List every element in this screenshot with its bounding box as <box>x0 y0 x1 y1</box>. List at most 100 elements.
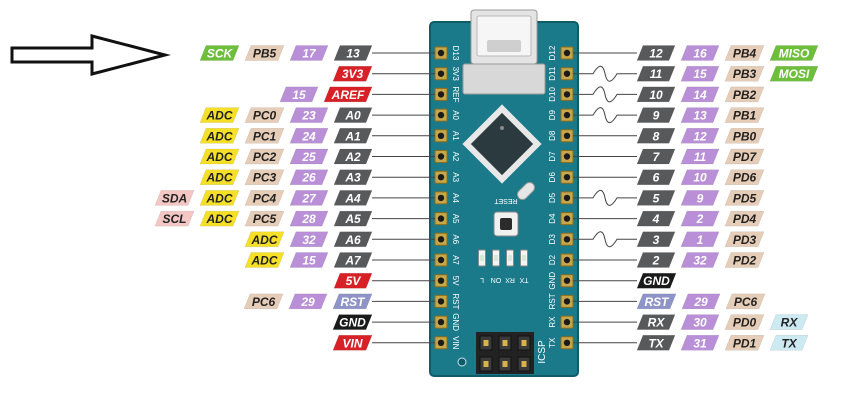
header-pin-rst <box>560 294 574 308</box>
label-tag <box>680 190 720 206</box>
label-text: 29 <box>300 295 315 309</box>
icsp-pin <box>498 335 512 351</box>
label-text: 5V <box>346 274 362 288</box>
label-text: ADC <box>206 212 233 226</box>
left-pin-a0-label: 23 <box>289 107 329 123</box>
left-pin-a1-label: ADC <box>199 128 240 144</box>
silkscreen-label: A4 <box>451 193 460 203</box>
right-pin-d12-label: 12 <box>636 45 676 61</box>
silkscreen-label: D9 <box>548 109 557 120</box>
label-tag <box>636 128 676 144</box>
label-text: PD2 <box>733 254 757 268</box>
label-tag <box>636 210 676 227</box>
crystal <box>516 181 536 201</box>
label-text: 8 <box>653 129 660 143</box>
label-text: PD0 <box>733 316 757 330</box>
left-pin-a7-label: ADC <box>244 252 285 268</box>
label-tag <box>724 107 765 123</box>
header-pin-gnd <box>434 315 448 329</box>
label-tag <box>680 45 720 61</box>
silkscreen-label: REF <box>451 86 460 102</box>
label-text: 7 <box>653 150 661 164</box>
label-text: PD7 <box>733 150 758 164</box>
left-pin-ref-label: AREF <box>323 86 373 103</box>
label-text: PB5 <box>253 47 277 61</box>
label-text: 4 <box>652 212 660 226</box>
left-pin-a3-label: ADC <box>199 169 240 185</box>
silkscreen-label: GND <box>451 313 460 331</box>
pin-labels: 1317PB5SCK3V3AREF15A023PC0ADCA124PC1ADCA… <box>154 45 819 351</box>
label-tag <box>333 45 373 61</box>
header-pin-d6 <box>560 170 574 184</box>
left-pin-a4-label: ADC <box>199 190 240 206</box>
header-pin-a5 <box>434 212 448 226</box>
label-tag <box>680 169 720 185</box>
right-pin-rst-label: 29 <box>681 293 721 310</box>
left-pin-a4-label: A4 <box>333 190 373 206</box>
label-text: PD4 <box>733 212 757 226</box>
label-tag <box>199 169 240 185</box>
header-pin-d3 <box>560 232 574 246</box>
label-text: SCL <box>163 212 187 226</box>
silkscreen-label: D10 <box>548 87 557 102</box>
label-tag <box>636 231 676 248</box>
label-tag <box>289 190 329 206</box>
label-text: AREF <box>331 88 365 102</box>
mounting-hole <box>457 357 467 367</box>
label-tag <box>244 169 285 185</box>
header-pin-a1 <box>434 129 448 143</box>
silkscreen-label: 3V3 <box>451 67 460 82</box>
label-text: 27 <box>301 191 317 205</box>
silkscreen-label: A2 <box>451 152 460 162</box>
left-pin-a6-label: A6 <box>333 231 373 248</box>
right-pin-gnd-label: GND <box>636 272 677 289</box>
icsp-pin <box>498 356 512 372</box>
label-text: ADC <box>206 191 233 205</box>
left-pin-a5-label: 28 <box>289 210 329 227</box>
label-tag <box>636 148 676 165</box>
right-pin-d4-label: PD4 <box>724 210 765 227</box>
label-tag <box>680 65 720 82</box>
led-on: ON <box>491 249 501 283</box>
label-tag <box>289 107 329 123</box>
left-pin-a3-label: 26 <box>289 169 329 185</box>
right-pin-d3-label: 1 <box>680 231 720 248</box>
label-tag <box>199 45 240 61</box>
left-pin-d13-label: PB5 <box>244 45 285 61</box>
icsp-label: ICSP <box>537 340 548 364</box>
left-pin-a2-label: ADC <box>199 148 240 165</box>
left-pin-rst-label: RST <box>332 293 373 310</box>
label-tag <box>724 148 765 165</box>
header-pin-vin <box>434 336 448 350</box>
label-tag <box>636 86 676 103</box>
label-text: ADC <box>206 129 233 143</box>
label-tag <box>680 231 720 248</box>
right-pin-tx-label: TX <box>636 335 676 351</box>
label-text: 11 <box>650 67 663 81</box>
label-tag <box>289 252 329 268</box>
left-pin-rst-label: 29 <box>288 293 328 310</box>
label-tag <box>724 190 765 206</box>
label-text: PC4 <box>253 191 277 205</box>
label-text: 1 <box>697 233 704 247</box>
right-pin-tx-label: 31 <box>680 335 720 351</box>
label-tag <box>769 45 819 61</box>
label-text: GND <box>339 316 366 330</box>
left-pin-a5-label: ADC <box>199 210 240 227</box>
label-tag <box>636 190 676 206</box>
label-tag <box>289 169 329 185</box>
label-text: PB0 <box>733 129 757 143</box>
label-text: 23 <box>301 109 316 123</box>
silkscreen-label: A1 <box>451 131 460 141</box>
left-pin-a7-label: A7 <box>333 252 373 268</box>
label-tag <box>724 231 765 248</box>
right-pin-d12-label: MISO <box>769 45 819 61</box>
label-text: 28 <box>301 212 316 226</box>
left-pin-gnd-label: GND <box>332 314 373 330</box>
label-tag <box>680 314 720 330</box>
right-pin-d2-label: 32 <box>680 252 720 268</box>
label-text: 15 <box>302 254 316 268</box>
right-pin-d8-label: 12 <box>680 128 720 144</box>
silkscreen-label: RX <box>548 316 557 328</box>
header-pin-d13 <box>434 46 448 60</box>
